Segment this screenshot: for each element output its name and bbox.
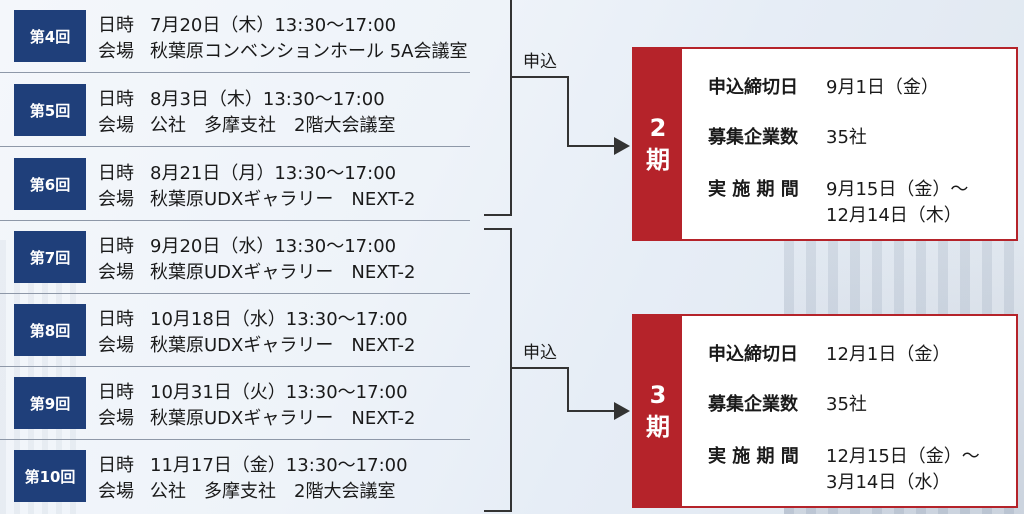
datetime-value: 8月21日（月）13:30～17:00 <box>150 163 397 184</box>
impl-row: 実 施 期 間 12月15日（金）～ 3月14日（水） <box>708 442 980 494</box>
period-ki: 期 <box>646 146 670 174</box>
arrow-icon <box>614 402 630 420</box>
bracket-period-3 <box>484 228 512 512</box>
session-venue: 会場公社 多摩支社 2階大会議室 <box>98 111 395 137</box>
session-row: 第7回 日時 9月20日（水）13:30～17:00 会場秋葉原UDXギャラリー … <box>0 220 470 294</box>
session-badge: 第6回 <box>14 158 86 210</box>
session-venue: 会場公社 多摩支社 2階大会議室 <box>98 477 395 503</box>
impl-value-start: 9月15日（金）～ <box>826 179 969 200</box>
datetime-label: 日時 <box>98 89 134 110</box>
impl-value-start: 12月15日（金）～ <box>826 446 980 467</box>
session-datetime: 日時 7月20日（木）13:30～17:00 <box>98 11 396 37</box>
session-badge: 第4回 <box>14 10 86 62</box>
session-venue: 会場秋葉原UDXギャラリー NEXT-2 <box>98 185 416 211</box>
venue-label: 会場 <box>98 481 134 502</box>
period-tag: 3 期 <box>634 316 682 506</box>
apply-label: 申込 <box>523 52 557 72</box>
datetime-label: 日時 <box>98 15 134 36</box>
session-datetime: 日時 8月21日（月）13:30～17:00 <box>98 159 396 185</box>
deadline-value: 12月1日（金） <box>826 344 951 365</box>
count-label: 募集企業数 <box>708 394 798 415</box>
arrow-icon <box>614 137 630 155</box>
impl-value-end: 3月14日（水） <box>826 472 951 493</box>
session-badge: 第7回 <box>14 231 86 283</box>
datetime-label: 日時 <box>98 236 134 257</box>
session-venue: 会場秋葉原UDXギャラリー NEXT-2 <box>98 404 416 430</box>
count-value: 35社 <box>826 394 867 415</box>
session-badge: 第9回 <box>14 377 86 429</box>
datetime-value: 7月20日（木）13:30～17:00 <box>150 15 397 36</box>
venue-value: 秋葉原コンベンションホール 5A会議室 <box>150 41 468 62</box>
datetime-label: 日時 <box>98 309 134 330</box>
impl-label: 実 施 期 間 <box>708 179 799 200</box>
apply-label: 申込 <box>523 343 557 363</box>
session-datetime: 日時 8月3日（木）13:30～17:00 <box>98 85 385 111</box>
connector-line <box>567 76 569 146</box>
datetime-value: 11月17日（金）13:30～17:00 <box>150 455 408 476</box>
bracket-period-2 <box>484 0 512 216</box>
venue-label: 会場 <box>98 335 134 356</box>
datetime-label: 日時 <box>98 455 134 476</box>
venue-label: 会場 <box>98 115 134 136</box>
venue-value: 公社 多摩支社 2階大会議室 <box>150 115 396 136</box>
session-datetime: 日時 10月18日（水）13:30～17:00 <box>98 305 408 331</box>
venue-label: 会場 <box>98 41 134 62</box>
datetime-value: 9月20日（水）13:30～17:00 <box>150 236 397 257</box>
connector-line <box>567 367 569 411</box>
session-badge: 第10回 <box>14 450 86 502</box>
count-label: 募集企業数 <box>708 127 798 148</box>
datetime-label: 日時 <box>98 163 134 184</box>
impl-value-end: 12月14日（木） <box>826 205 962 226</box>
connector-line <box>511 367 569 369</box>
session-row: 第4回 日時 7月20日（木）13:30～17:00 会場秋葉原コンベンションホー… <box>0 0 470 73</box>
venue-value: 秋葉原UDXギャラリー NEXT-2 <box>150 335 416 356</box>
connector-line <box>567 145 617 147</box>
impl-label: 実 施 期 間 <box>708 446 799 467</box>
session-row: 第6回 日時 8月21日（月）13:30～17:00 会場秋葉原UDXギャラリー … <box>0 147 470 221</box>
session-datetime: 日時 10月31日（火）13:30～17:00 <box>98 378 408 404</box>
deadline-value: 9月1日（金） <box>826 77 939 98</box>
connector-line <box>567 410 617 412</box>
venue-label: 会場 <box>98 408 134 429</box>
period-3-box: 3 期 申込締切日 12月1日（金） 募集企業数 35社 実 施 期 間 12月15日… <box>632 314 1018 508</box>
period-number: 3 <box>649 381 667 409</box>
datetime-value: 8月3日（木）13:30～17:00 <box>150 89 385 110</box>
session-venue: 会場秋葉原UDXギャラリー NEXT-2 <box>98 331 416 357</box>
session-badge: 第5回 <box>14 84 86 136</box>
venue-label: 会場 <box>98 262 134 283</box>
datetime-value: 10月18日（水）13:30～17:00 <box>150 309 408 330</box>
session-badge: 第8回 <box>14 304 86 356</box>
deadline-label: 申込締切日 <box>708 344 798 365</box>
count-row: 募集企業数 35社 <box>708 390 867 416</box>
venue-value: 秋葉原UDXギャラリー NEXT-2 <box>150 408 416 429</box>
session-datetime: 日時 11月17日（金）13:30～17:00 <box>98 451 408 477</box>
session-row: 第10回 日時 11月17日（金）13:30～17:00 会場公社 多摩支社 2階… <box>0 439 470 512</box>
venue-value: 秋葉原UDXギャラリー NEXT-2 <box>150 189 416 210</box>
count-row: 募集企業数 35社 <box>708 123 867 149</box>
venue-value: 公社 多摩支社 2階大会議室 <box>150 481 396 502</box>
session-row: 第9回 日時 10月31日（火）13:30～17:00 会場秋葉原UDXギャラリー… <box>0 366 470 440</box>
period-number: 2 <box>649 114 667 142</box>
deadline-row: 申込締切日 12月1日（金） <box>708 340 950 366</box>
session-datetime: 日時 9月20日（水）13:30～17:00 <box>98 232 396 258</box>
session-venue: 会場秋葉原UDXギャラリー NEXT-2 <box>98 258 416 284</box>
connector-line <box>511 76 569 78</box>
session-venue: 会場秋葉原コンベンションホール 5A会議室 <box>98 37 468 63</box>
datetime-value: 10月31日（火）13:30～17:00 <box>150 382 408 403</box>
period-2-box: 2 期 申込締切日 9月1日（金） 募集企業数 35社 実 施 期 間 9月15日（金… <box>632 47 1018 241</box>
session-row: 第5回 日時 8月3日（木）13:30～17:00 会場公社 多摩支社 2階大会議… <box>0 73 470 147</box>
datetime-label: 日時 <box>98 382 134 403</box>
period-ki: 期 <box>646 413 670 441</box>
impl-row: 実 施 期 間 9月15日（金）～ 12月14日（木） <box>708 175 968 227</box>
deadline-label: 申込締切日 <box>708 77 798 98</box>
venue-value: 秋葉原UDXギャラリー NEXT-2 <box>150 262 416 283</box>
period-tag: 2 期 <box>634 49 682 239</box>
venue-label: 会場 <box>98 189 134 210</box>
count-value: 35社 <box>826 127 867 148</box>
session-row: 第8回 日時 10月18日（水）13:30～17:00 会場秋葉原UDXギャラリー… <box>0 293 470 367</box>
deadline-row: 申込締切日 9月1日（金） <box>708 73 939 99</box>
